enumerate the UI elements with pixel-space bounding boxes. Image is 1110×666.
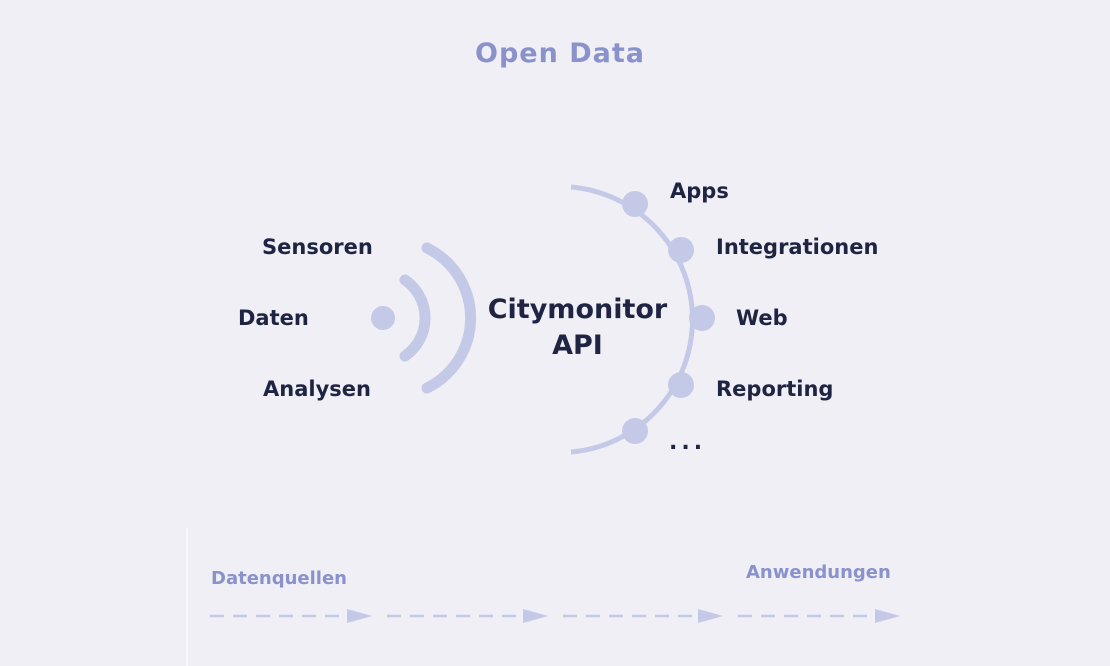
api-title-line2: API: [552, 330, 603, 361]
api-title-line1: Citymonitor: [487, 294, 668, 325]
app-label-apps: Apps: [670, 179, 729, 203]
flow-label-anwendungen: Anwendungen: [746, 562, 891, 583]
source-label-analysen: Analysen: [263, 377, 371, 401]
flow-label-datenquellen: Datenquellen: [211, 568, 347, 589]
arc-node-more: [622, 418, 648, 444]
app-label-integrationen: Integrationen: [716, 235, 879, 259]
app-label-web: Web: [736, 306, 788, 330]
arc-node-web: [689, 305, 715, 331]
arc-node-reporting: [668, 372, 694, 398]
arc-node-apps: [622, 191, 648, 217]
flow-arrow-line: [210, 609, 900, 623]
source-label-daten: Daten: [238, 306, 309, 330]
app-label-reporting: Reporting: [716, 377, 834, 401]
source-label-sensoren: Sensoren: [262, 235, 373, 259]
app-label-more: ...: [669, 430, 707, 455]
api-title: Citymonitor API: [470, 292, 685, 364]
signal-icon: [371, 242, 477, 394]
application-arc: [570, 184, 715, 455]
divider-line: [186, 528, 188, 666]
page-title: Open Data: [475, 38, 645, 69]
arc-node-integrationen: [668, 237, 694, 263]
